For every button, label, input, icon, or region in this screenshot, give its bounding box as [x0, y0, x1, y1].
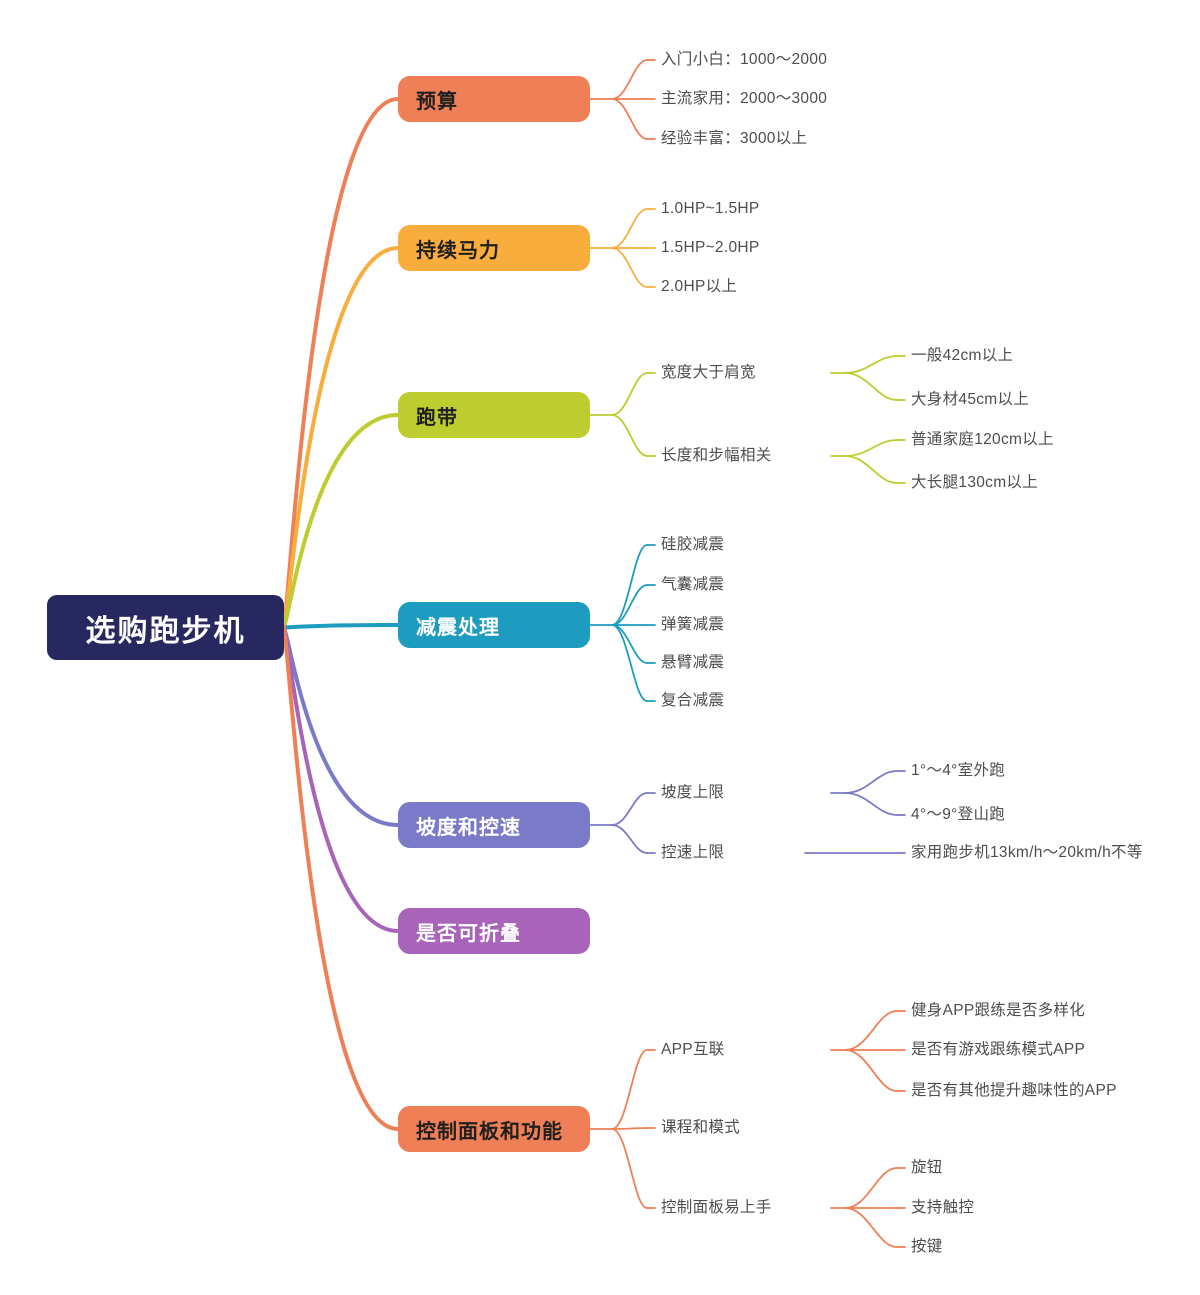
connector-line	[282, 413, 400, 630]
connector-line	[282, 625, 400, 933]
branch-node-budget[interactable]: 预算	[398, 76, 590, 122]
connector-line	[282, 97, 400, 630]
connector-line	[844, 372, 898, 401]
grandchild-node-label[interactable]: 家用跑步机13km/h～20km/h不等	[911, 844, 1143, 861]
grandchild-node-label[interactable]: 4°～9°登山跑	[911, 806, 1006, 823]
child-node-label[interactable]: 坡度上限	[661, 784, 725, 801]
connector-line	[611, 824, 648, 854]
grandchild-node-label[interactable]: 大长腿130cm以上	[911, 474, 1039, 491]
grandchild-node-label[interactable]: 大身材45cm以上	[911, 391, 1030, 408]
connector-line	[611, 208, 648, 249]
branch-node-foldable[interactable]: 是否可折叠	[398, 908, 590, 954]
connector-line	[611, 1049, 648, 1130]
child-node-label[interactable]: 课程和模式	[661, 1119, 741, 1136]
connector-line	[611, 544, 648, 626]
connector-line	[611, 624, 648, 702]
branch-node-shock-absorption[interactable]: 减震处理	[398, 602, 590, 648]
connector-line	[611, 247, 648, 288]
child-node-label[interactable]: 控速上限	[661, 844, 725, 861]
connector-line	[844, 1049, 898, 1092]
connector-line	[282, 246, 400, 630]
connector-line	[611, 1127, 648, 1130]
child-node-label[interactable]: 1.5HP~2.0HP	[661, 239, 760, 256]
connector-line	[844, 1167, 898, 1209]
grandchild-node-label[interactable]: 健身APP跟练是否多样化	[911, 1002, 1086, 1019]
grandchild-node-label[interactable]: 是否有游戏跟练模式APP	[911, 1041, 1086, 1058]
branch-node-incline-speed[interactable]: 坡度和控速	[398, 802, 590, 848]
child-node-label[interactable]: 悬臂减震	[661, 654, 725, 671]
connector-line	[611, 414, 648, 457]
connector-line	[611, 1128, 648, 1209]
connector-line	[611, 59, 648, 100]
connector-line	[282, 623, 400, 630]
grandchild-node-label[interactable]: 旋钮	[911, 1159, 943, 1176]
branch-node-running-belt[interactable]: 跑带	[398, 392, 590, 438]
connector-line	[844, 792, 898, 816]
root-node[interactable]: 选购跑步机	[47, 595, 284, 660]
child-node-label[interactable]: 弹簧减震	[661, 616, 725, 633]
child-node-label[interactable]: 长度和步幅相关	[661, 447, 772, 464]
grandchild-node-label[interactable]: 一般42cm以上	[911, 347, 1014, 364]
connector-line	[844, 770, 898, 794]
connector-line	[844, 355, 898, 374]
connector-line	[611, 372, 648, 416]
grandchild-node-label[interactable]: 按键	[911, 1238, 943, 1255]
connector-line	[844, 1010, 898, 1051]
child-node-label[interactable]: 主流家用：2000～3000	[661, 90, 828, 107]
connector-line	[844, 1207, 898, 1248]
child-node-label[interactable]: 复合减震	[661, 692, 725, 709]
child-node-label[interactable]: 硅胶减震	[661, 536, 725, 553]
child-node-label[interactable]: 宽度大于肩宽	[661, 364, 756, 381]
connector-line	[611, 584, 648, 626]
grandchild-node-label[interactable]: 支持触控	[911, 1199, 975, 1216]
child-node-label[interactable]: 经验丰富：3000以上	[661, 130, 808, 147]
connector-line	[844, 439, 898, 457]
connector-line	[282, 625, 400, 827]
child-node-label[interactable]: 2.0HP以上	[661, 278, 738, 295]
grandchild-node-label[interactable]: 普通家庭120cm以上	[911, 431, 1054, 448]
connector-line	[611, 624, 648, 664]
grandchild-node-label[interactable]: 是否有其他提升趣味性的APP	[911, 1082, 1117, 1099]
child-node-label[interactable]: APP互联	[661, 1041, 725, 1058]
branch-node-control-panel[interactable]: 控制面板和功能	[398, 1106, 590, 1152]
grandchild-node-label[interactable]: 1°～4°室外跑	[911, 762, 1006, 779]
branch-node-horsepower[interactable]: 持续马力	[398, 225, 590, 271]
child-node-label[interactable]: 控制面板易上手	[661, 1199, 772, 1216]
child-node-label[interactable]: 气囊减震	[661, 576, 725, 593]
connector-line	[844, 455, 898, 484]
connector-line	[282, 625, 400, 1131]
connector-line	[611, 98, 648, 140]
connector-line	[611, 792, 648, 826]
child-node-label[interactable]: 入门小白：1000～2000	[661, 51, 828, 68]
child-node-label[interactable]: 1.0HP~1.5HP	[661, 200, 760, 217]
